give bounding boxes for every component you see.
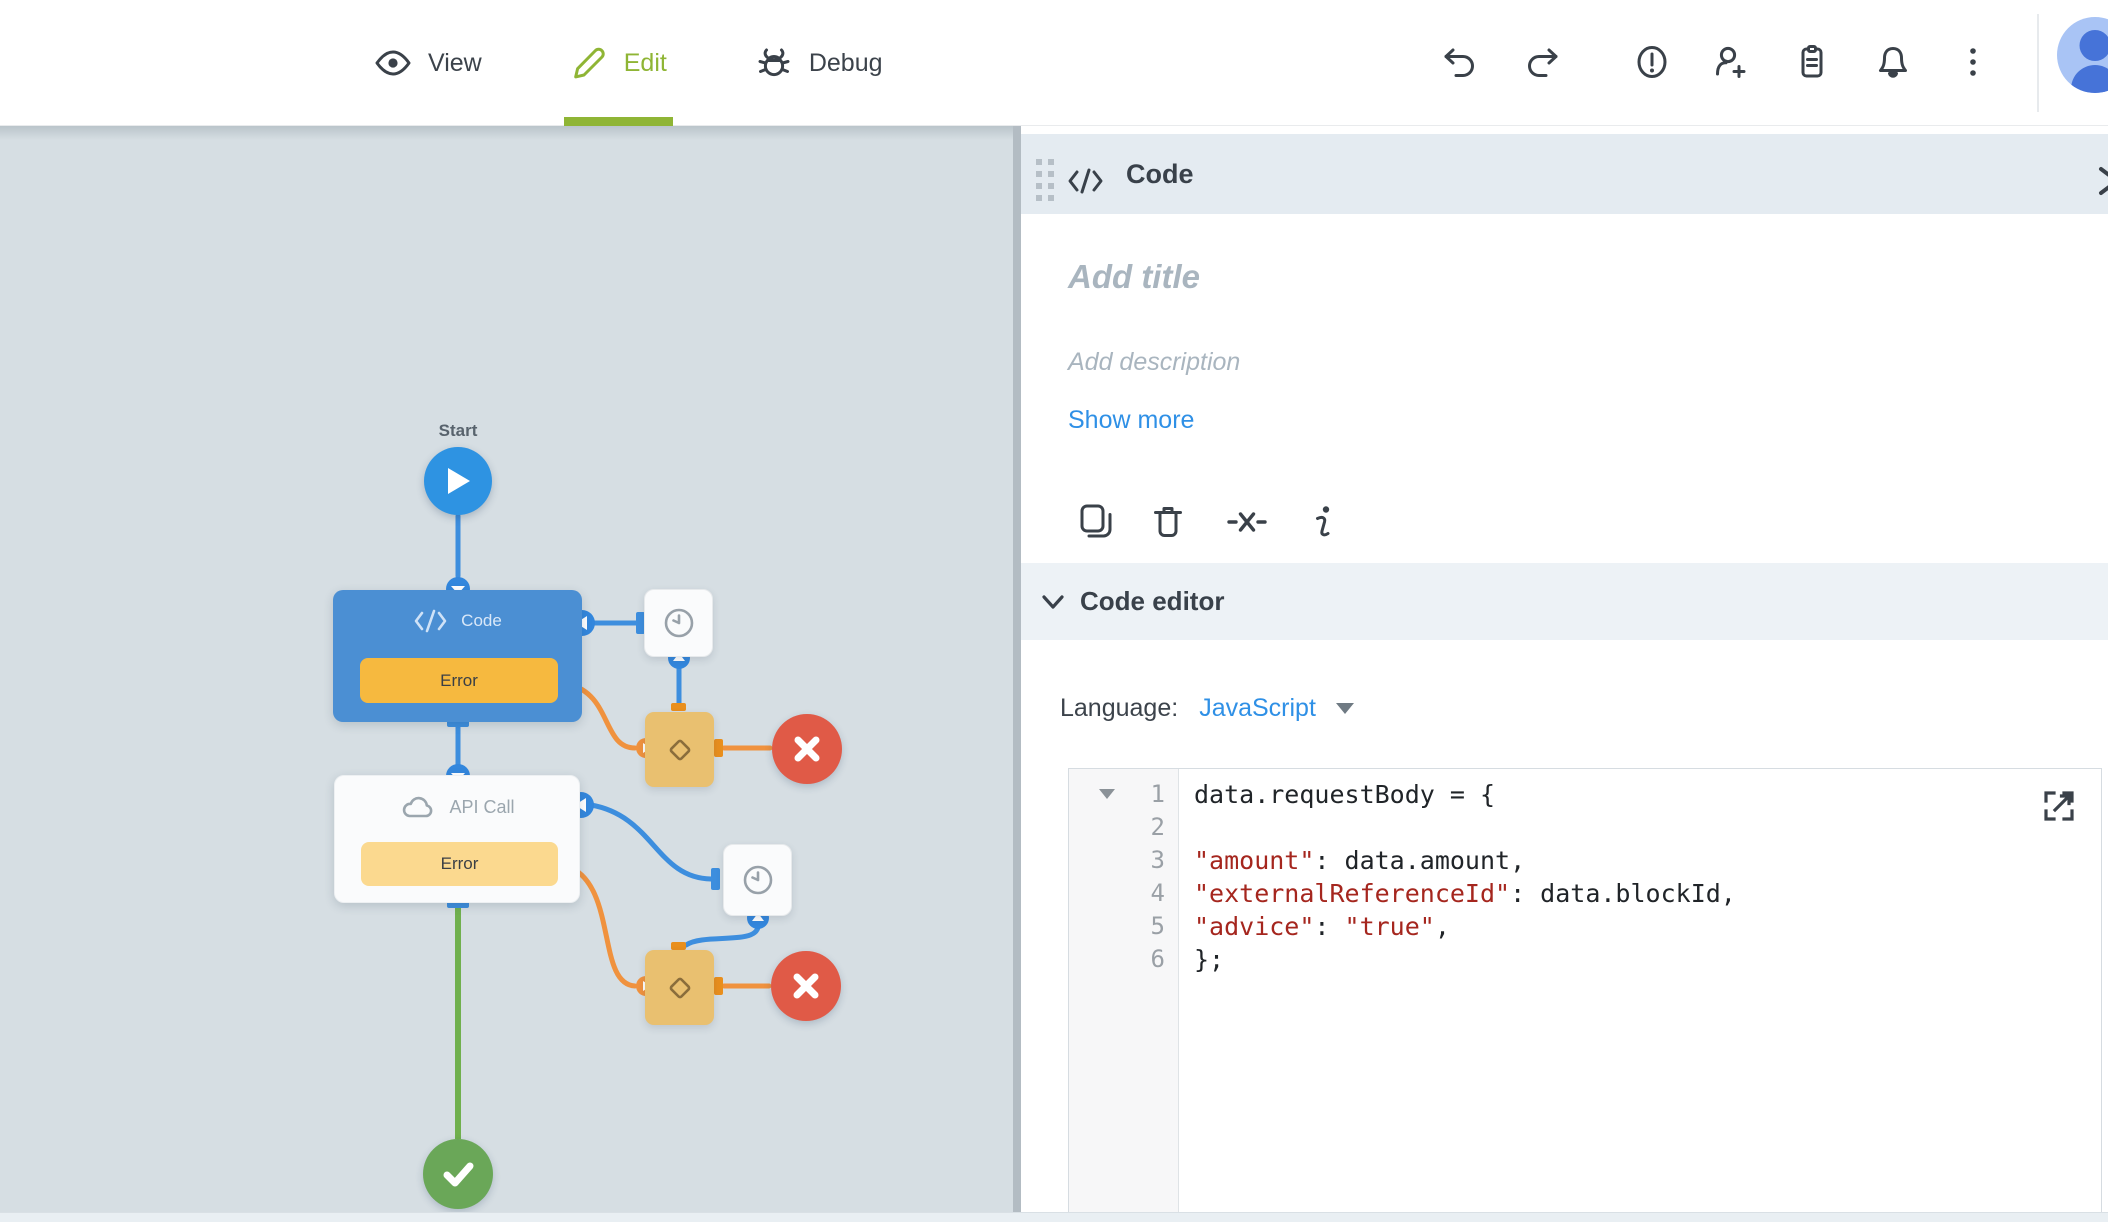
condition-node-2[interactable] [645,950,714,1025]
code-error-handler[interactable]: Error [360,658,558,703]
tab-view[interactable]: View [374,0,482,126]
timer-node-1[interactable] [644,589,713,657]
code-line: }; [1194,945,1225,974]
redo-icon[interactable] [1522,42,1562,82]
code-line: "externalReferenceId": data.blockId, [1194,879,1736,908]
undo-icon[interactable] [1440,42,1480,82]
tab-debug-label: Debug [808,48,883,77]
duplicate-icon[interactable] [1075,501,1117,543]
fullscreen-icon[interactable] [2041,788,2077,824]
dropdown-caret-icon[interactable] [1335,703,1354,714]
avatar-body [2071,65,2108,93]
api-call-node[interactable]: API Call Error [334,775,580,903]
fail-end-node-2[interactable] [771,951,841,1021]
panel-header: Code [1021,134,2108,214]
clock-icon [743,865,772,895]
play-icon [448,468,470,494]
editor-gutter: 1 2 3 4 5 6 [1069,769,1179,1215]
flow-canvas[interactable]: Start Code Error API Call Error [0,126,1016,1222]
code-line: data.requestBody = { [1194,780,1496,809]
x-icon [793,973,819,999]
bottom-scrollbar-track[interactable] [0,1212,2108,1222]
code-editor-section-label: Code editor [1080,586,1225,616]
code-node[interactable]: Code Error [333,590,582,722]
diamond-icon [669,977,690,998]
panel-resize-handle[interactable] [1013,126,1021,1222]
line-number: 3 [1150,846,1165,874]
code-node-label: Code [461,611,502,630]
info-icon[interactable] [1302,501,1344,543]
start-node-label: Start [438,421,478,440]
line-number: 2 [1150,813,1165,841]
edge-clock2-to-diamond2[interactable] [683,924,761,948]
language-select[interactable]: JavaScript [1199,694,1316,722]
line-number: 4 [1150,879,1165,907]
language-label: Language: [1060,694,1179,722]
eye-icon [374,44,412,82]
clock2-input-port[interactable] [711,868,720,890]
topbar-separator [2037,14,2039,112]
api-error-handler[interactable]: Error [361,842,558,886]
code-brackets-icon [413,607,449,635]
fail-end-node-1[interactable] [772,714,842,784]
tab-view-label: View [428,48,482,77]
edge-api-error-to-diamond2[interactable] [564,863,638,989]
cloud-icon [399,793,437,821]
title-input[interactable]: Add title [1068,258,1200,295]
bell-icon[interactable] [1873,42,1913,82]
start-node[interactable] [424,447,492,515]
topbar: View Edit Debug [0,0,2108,126]
clock-icon [664,608,693,638]
timer-node-2[interactable] [723,844,792,916]
panel-title: Code [1126,158,1194,189]
clock1-input-port[interactable] [636,612,645,634]
fold-arrow-icon[interactable] [1099,789,1115,799]
diamond-icon [669,739,690,760]
code-line [1194,811,2101,844]
diamond1-output-port[interactable] [714,739,723,757]
more-vertical-icon[interactable] [1953,42,1993,82]
code-line: "amount": data.amount, [1194,846,1526,875]
person-add-icon[interactable] [1710,42,1750,82]
description-input[interactable]: Add description [1068,348,1241,376]
diamond1-top-port[interactable] [671,703,686,711]
code-brackets-icon [1066,161,1106,201]
tab-debug[interactable]: Debug [755,0,883,126]
block-properties-panel: Code Add title Add description Show more… [1021,126,2108,1222]
clipboard-icon[interactable] [1792,42,1832,82]
editor-gutter-numbers: 1 2 3 4 5 6 [1069,778,1178,976]
pencil-icon [570,44,608,82]
language-row: Language: JavaScript [1060,694,1354,723]
delete-icon[interactable] [1147,501,1189,543]
line-number: 6 [1150,945,1165,973]
diamond2-top-port[interactable] [671,942,686,950]
diamond2-output-port[interactable] [714,977,723,995]
avatar-head [2079,30,2108,61]
api-node-label: API Call [449,796,515,817]
bug-icon [755,44,793,82]
disconnect-icon[interactable] [1226,501,1268,543]
show-more-link[interactable]: Show more [1068,406,1195,434]
alert-icon[interactable] [1632,42,1672,82]
user-avatar[interactable] [2057,17,2108,93]
line-number: 1 [1150,780,1165,808]
success-end-node[interactable] [423,1139,493,1209]
code-editor-section-header[interactable]: Code editor [1021,563,2108,640]
chevron-down-icon [1040,589,1066,615]
drag-handle-icon[interactable] [1036,159,1054,201]
tab-edit-label: Edit [623,48,667,77]
mode-tabs: View Edit Debug [374,0,883,126]
x-icon [794,736,820,762]
code-line: "advice": "true", [1194,912,1450,941]
check-icon [443,1162,474,1187]
condition-node-1[interactable] [645,712,714,787]
line-number: 5 [1150,912,1165,940]
tab-edit[interactable]: Edit [563,0,673,126]
editor-code-lines: data.requestBody = { "amount": data.amou… [1194,778,2101,976]
code-editor: 1 2 3 4 5 6 data.requestBody = { "amount": da… [1068,768,2102,1216]
edge-api-to-clock2[interactable] [588,802,714,882]
editor-code-area[interactable]: data.requestBody = { "amount": data.amou… [1179,769,2101,1215]
chevron-right-icon[interactable] [2089,161,2108,201]
